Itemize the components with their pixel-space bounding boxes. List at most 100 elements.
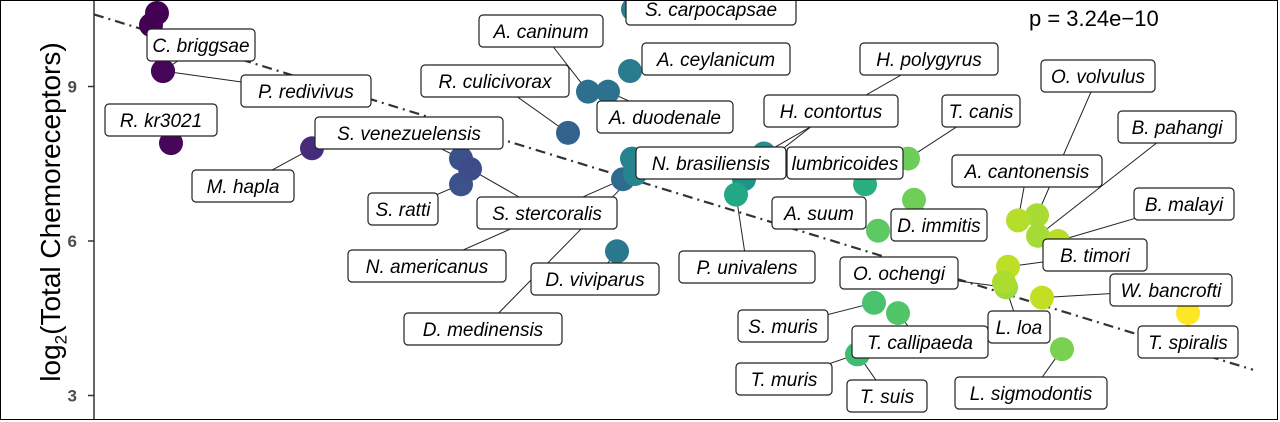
data-point bbox=[1030, 285, 1054, 310]
svg-text:O. ochengi: O. ochengi bbox=[853, 264, 946, 285]
data-point bbox=[618, 59, 642, 84]
svg-text:A. suum: A. suum bbox=[783, 204, 854, 225]
point-label: S. stercoralis bbox=[476, 196, 618, 230]
point-label: S. ratti bbox=[367, 192, 439, 226]
point-label: H. polygyrus bbox=[859, 42, 999, 76]
svg-text:B. malayi: B. malayi bbox=[1145, 195, 1224, 216]
svg-text:T. canis: T. canis bbox=[949, 102, 1014, 123]
data-point bbox=[1006, 208, 1030, 233]
svg-text:B. pahangi: B. pahangi bbox=[1132, 118, 1224, 139]
point-label: T. canis bbox=[941, 94, 1021, 128]
point-label: S. venezuelensis bbox=[314, 116, 504, 150]
data-point bbox=[1176, 301, 1200, 326]
point-label: B. timori bbox=[1042, 238, 1148, 272]
point-label: T. spiralis bbox=[1137, 325, 1239, 359]
p-value-annotation: p = 3.24e−10 bbox=[1029, 6, 1159, 31]
svg-text:A. duodenale: A. duodenale bbox=[608, 108, 721, 129]
svg-text:S. ratti: S. ratti bbox=[376, 200, 432, 221]
point-label: R. culicivorax bbox=[420, 64, 570, 98]
svg-text:T. suis: T. suis bbox=[860, 387, 915, 408]
svg-text:D. medinensis: D. medinensis bbox=[423, 320, 544, 341]
svg-text:P. univalens: P. univalens bbox=[696, 258, 798, 279]
trend-line bbox=[93, 13, 1254, 371]
svg-text:R. kr3021: R. kr3021 bbox=[120, 111, 202, 132]
svg-text:S. carpocapsae: S. carpocapsae bbox=[645, 1, 777, 21]
svg-text:D. immitis: D. immitis bbox=[897, 216, 981, 237]
point-label: D. viviparus bbox=[530, 262, 660, 296]
svg-text:O. volvulus: O. volvulus bbox=[1051, 67, 1145, 88]
point-label: L. loa bbox=[987, 310, 1051, 344]
point-label: T. suis bbox=[846, 379, 928, 413]
label-leader bbox=[1037, 126, 1178, 237]
svg-text:A. cantonensis: A. cantonensis bbox=[964, 162, 1090, 183]
point-label: S. muris bbox=[737, 309, 829, 343]
svg-text:H. polygyrus: H. polygyrus bbox=[876, 50, 982, 71]
data-point bbox=[458, 156, 482, 181]
point-label: H. contortus bbox=[763, 94, 899, 128]
svg-text:T. muris: T. muris bbox=[751, 370, 818, 391]
data-point bbox=[596, 79, 620, 104]
point-label: P. redivivus bbox=[240, 74, 372, 108]
data-point bbox=[159, 131, 183, 156]
point-label: A. caninum bbox=[478, 14, 604, 48]
point-label: S. carpocapsae bbox=[625, 1, 797, 26]
svg-text:N. americanus: N. americanus bbox=[366, 257, 489, 278]
point-label: C. briggsae bbox=[146, 28, 256, 62]
point-label: A. cantonensis bbox=[951, 154, 1103, 188]
point-label: D. immitis bbox=[890, 208, 988, 242]
y-axis-label: log2(Total Chemoreceptors) bbox=[35, 42, 71, 382]
svg-text:A. ceylanicum: A. ceylanicum bbox=[656, 50, 775, 71]
data-point bbox=[1050, 337, 1074, 362]
svg-text:T. callipaeda: T. callipaeda bbox=[867, 333, 973, 354]
svg-text:C. briggsae: C. briggsae bbox=[152, 36, 249, 57]
point-label: W. bancrofti bbox=[1109, 273, 1233, 307]
svg-text:D. viviparus: D. viviparus bbox=[545, 270, 645, 291]
data-point bbox=[724, 182, 748, 207]
point-label: N. brasiliensis bbox=[635, 146, 787, 180]
y-tick-label: 6 bbox=[68, 232, 77, 251]
y-tick-label: 3 bbox=[68, 387, 77, 406]
svg-text:M. hapla: M. hapla bbox=[207, 177, 280, 198]
data-point bbox=[992, 270, 1016, 295]
point-label: B. pahangi bbox=[1117, 110, 1237, 144]
svg-text:L. loa: L. loa bbox=[996, 318, 1042, 339]
point-label: N. americanus bbox=[347, 249, 507, 283]
svg-text:B. timori: B. timori bbox=[1060, 246, 1130, 267]
svg-text:S. stercoralis: S. stercoralis bbox=[492, 204, 602, 225]
point-label: P. univalens bbox=[678, 250, 816, 284]
data-point bbox=[866, 218, 890, 243]
svg-text:W. bancrofti: W. bancrofti bbox=[1121, 281, 1222, 302]
svg-text:P. redivivus: P. redivivus bbox=[258, 82, 354, 103]
point-label: B. malayi bbox=[1133, 187, 1235, 221]
point-label: O. ochengi bbox=[839, 256, 959, 290]
data-point bbox=[151, 59, 175, 84]
label-leader bbox=[1036, 75, 1099, 216]
point-label: D. medinensis bbox=[403, 312, 563, 346]
y-tick-label: 9 bbox=[68, 78, 77, 97]
svg-text:R. culicivorax: R. culicivorax bbox=[439, 72, 553, 93]
svg-text:lumbricoides: lumbricoides bbox=[792, 154, 899, 175]
data-point bbox=[605, 239, 629, 264]
point-label: R. kr3021 bbox=[104, 103, 218, 137]
data-point bbox=[1025, 203, 1049, 228]
svg-text:S. venezuelensis: S. venezuelensis bbox=[337, 124, 481, 145]
point-label: L. sigmodontis bbox=[954, 376, 1108, 410]
point-label: O. volvulus bbox=[1040, 59, 1156, 93]
data-point bbox=[886, 301, 910, 326]
point-label: M. hapla bbox=[191, 169, 295, 203]
data-point bbox=[556, 120, 580, 145]
point-label: T. muris bbox=[735, 362, 833, 396]
point-label: A. duodenale bbox=[596, 100, 734, 134]
point-label: lumbricoides bbox=[786, 146, 904, 180]
point-label: T. callipaeda bbox=[851, 325, 989, 359]
svg-text:H. contortus: H. contortus bbox=[780, 102, 883, 123]
data-point bbox=[576, 79, 600, 104]
point-label: A. ceylanicum bbox=[641, 42, 791, 76]
svg-text:L. sigmodontis: L. sigmodontis bbox=[970, 384, 1093, 405]
svg-text:A. caninum: A. caninum bbox=[492, 22, 588, 43]
svg-text:S. muris: S. muris bbox=[748, 317, 818, 338]
data-point bbox=[902, 187, 926, 212]
svg-text:T. spiralis: T. spiralis bbox=[1148, 333, 1228, 354]
